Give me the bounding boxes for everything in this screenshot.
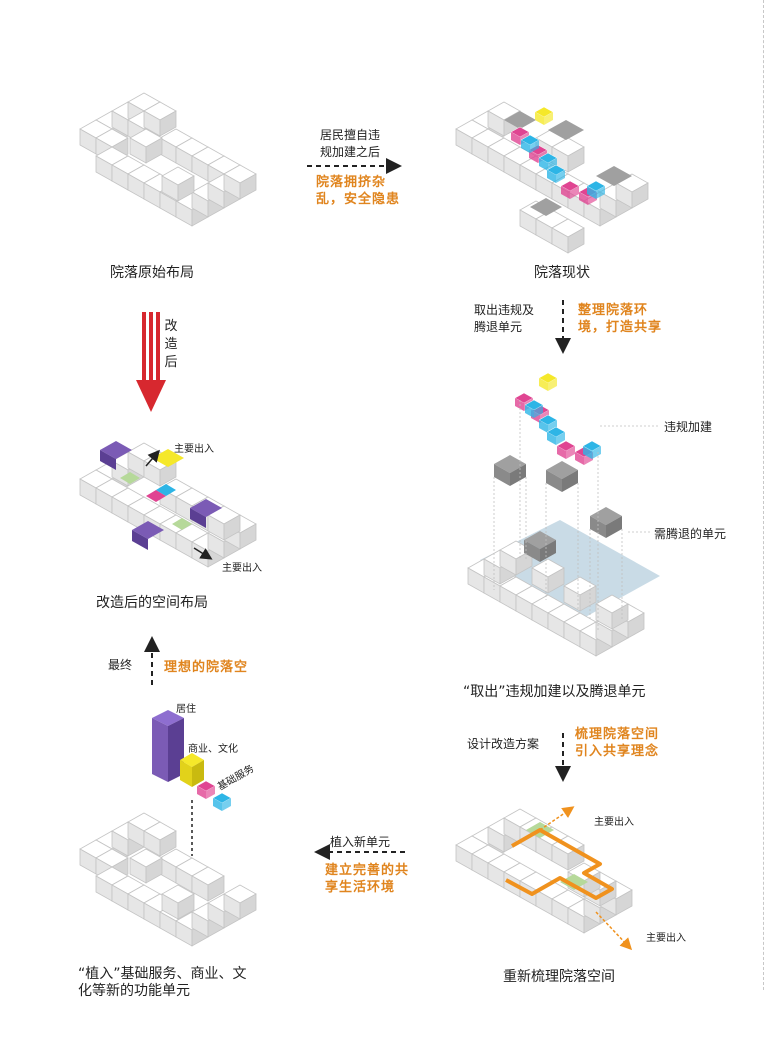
arrow2-text: 取出违规及 腾退单元 [474, 303, 535, 334]
main-entrance-label-bottom: 主要出入 [646, 933, 686, 944]
vacate-unit-label: 需腾退的单元 [654, 527, 727, 541]
reorganize-caption: 重新梳理院落空间 [503, 969, 615, 985]
illegal-addition-label: 违规加建 [664, 420, 713, 434]
commerce-culture-label: 商业、文化 [188, 744, 238, 755]
arrow3-text: 设计改造方案 [467, 737, 540, 751]
main-entrance-label-top: 主要出入 [594, 817, 634, 828]
arrow4-orange-text: 建立完善的共 享生活环境 [325, 863, 410, 895]
transform-vertical-text: 改造后 [164, 319, 178, 370]
current-status-caption: 院落现状 [534, 265, 590, 281]
current-courtyard-block [455, 101, 649, 254]
arrow4-text: 植入新单元 [330, 835, 391, 849]
arrow3-orange-text: 梳理院落空间 引入共享理念 [575, 727, 660, 759]
original-layout-caption: 院落原始布局 [110, 265, 194, 281]
residence-label: 居住 [176, 704, 196, 715]
implanted-units-diagram [79, 710, 257, 947]
original-courtyard-block [79, 92, 257, 227]
illegal-additions-cluster [514, 372, 602, 466]
final-layout-block [79, 441, 257, 568]
red-transform-arrow [136, 312, 166, 412]
arrow5-orange-text: 理想的院落空 [164, 660, 249, 675]
final-layout-caption: 改造后的空间布局 [96, 595, 208, 611]
extraction-caption: “取出”违规加建以及腾退单元 [463, 684, 646, 700]
reorganized-courtyard-block [455, 806, 633, 951]
arrow2-orange-text: 整理院落环 境，打造共享 [578, 303, 663, 335]
page-edge-dashed-line [763, 0, 764, 990]
arrow5-text: 最终 [108, 658, 133, 672]
final-main-entrance-top: 主要出入 [174, 444, 214, 455]
arrow1-text: 居民擅自违 规加建之后 [320, 128, 381, 159]
final-main-entrance-bottom: 主要出入 [222, 563, 262, 574]
extraction-diagram [467, 372, 660, 657]
implant-caption: “植入”基础服务、商业、文 化等新的功能单元 [78, 966, 247, 999]
arrow1-orange-text: 院落拥挤杂 乱，安全隐患 [316, 175, 401, 207]
